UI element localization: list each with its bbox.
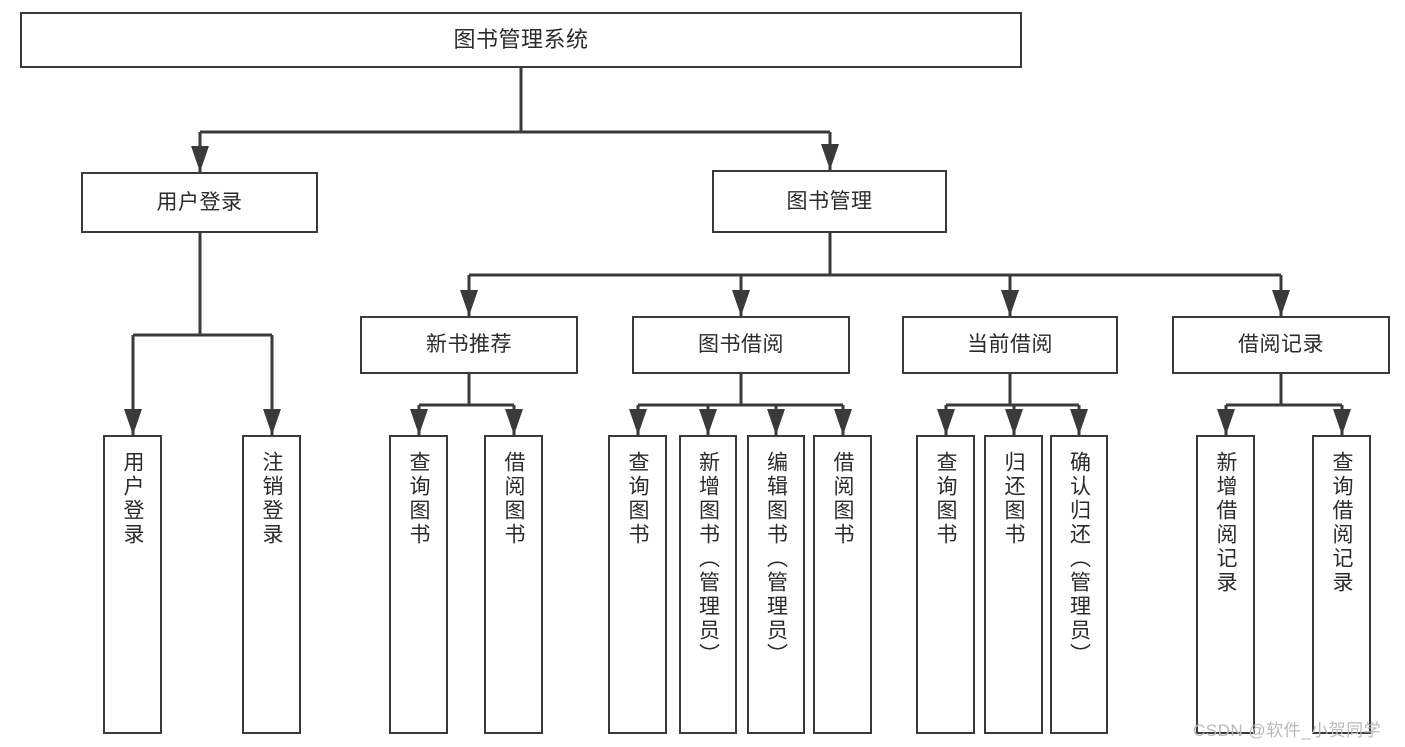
arrow-head-icon xyxy=(629,409,647,435)
node-new-book-recommend[interactable]: 新书推荐 xyxy=(360,316,578,374)
node-leaf-query-borrow-record[interactable]: 查询借阅记录 xyxy=(1312,435,1371,734)
node-label: 编辑图书（管理员） xyxy=(764,451,788,667)
node-book-borrow[interactable]: 图书借阅 xyxy=(632,316,850,374)
arrow-head-icon xyxy=(834,409,852,435)
node-label: 图书管理系统 xyxy=(453,26,589,52)
node-leaf-edit-book-admin[interactable]: 编辑图书（管理员） xyxy=(747,435,805,734)
node-leaf-confirm-return-admin[interactable]: 确认归还（管理员） xyxy=(1050,435,1108,734)
node-label: 图书借阅 xyxy=(698,333,784,357)
node-leaf-query-book-current[interactable]: 查询图书 xyxy=(916,435,975,734)
arrow-head-icon xyxy=(732,290,750,316)
arrow-head-icon xyxy=(1333,409,1351,435)
arrow-head-icon xyxy=(124,409,142,435)
arrow-head-icon xyxy=(1001,290,1019,316)
node-label: 用户登录 xyxy=(156,190,243,214)
node-label: 新增图书（管理员） xyxy=(696,451,720,667)
arrow-head-icon xyxy=(1070,409,1088,435)
node-label: 借阅图书 xyxy=(831,451,854,547)
node-leaf-query-book-rec[interactable]: 查询图书 xyxy=(389,435,448,734)
node-label: 查询图书 xyxy=(407,451,430,547)
node-leaf-query-book-borrow[interactable]: 查询图书 xyxy=(608,435,667,734)
node-leaf-borrow-book[interactable]: 借阅图书 xyxy=(813,435,872,734)
node-label: 新书推荐 xyxy=(426,333,512,357)
node-label: 查询借阅记录 xyxy=(1330,451,1353,595)
arrow-head-icon xyxy=(821,144,839,170)
node-leaf-user-login[interactable]: 用户登录 xyxy=(103,435,162,734)
node-label: 确认归还（管理员） xyxy=(1067,451,1091,667)
node-leaf-return-book[interactable]: 归还图书 xyxy=(984,435,1043,734)
node-label: 查询图书 xyxy=(934,451,957,547)
arrow-head-icon xyxy=(1272,290,1290,316)
node-borrow-record[interactable]: 借阅记录 xyxy=(1172,316,1390,374)
arrow-head-icon xyxy=(937,409,955,435)
node-label: 新增借阅记录 xyxy=(1214,451,1237,595)
node-book-manage[interactable]: 图书管理 xyxy=(712,170,947,233)
arrow-head-icon xyxy=(505,409,523,435)
arrow-head-icon xyxy=(699,409,717,435)
arrow-head-icon xyxy=(767,409,785,435)
node-label: 注销登录 xyxy=(260,451,283,547)
node-label: 归还图书 xyxy=(1002,451,1025,547)
node-root[interactable]: 图书管理系统 xyxy=(20,12,1022,68)
node-current-borrow[interactable]: 当前借阅 xyxy=(902,316,1118,374)
node-label: 用户登录 xyxy=(121,451,144,547)
node-label: 借阅图书 xyxy=(502,451,525,547)
node-leaf-add-book-admin[interactable]: 新增图书（管理员） xyxy=(679,435,737,734)
arrow-head-icon xyxy=(460,290,478,316)
node-leaf-add-borrow-record[interactable]: 新增借阅记录 xyxy=(1196,435,1255,734)
arrow-head-icon xyxy=(410,409,428,435)
node-label: 当前借阅 xyxy=(967,333,1053,357)
node-label: 查询图书 xyxy=(626,451,649,547)
arrow-head-icon xyxy=(1005,409,1023,435)
arrow-head-icon xyxy=(263,409,281,435)
csdn-watermark: CSDN @软件_小贺同学 xyxy=(1193,721,1382,740)
node-label: 借阅记录 xyxy=(1238,333,1324,357)
node-leaf-borrow-book-rec[interactable]: 借阅图书 xyxy=(484,435,543,734)
arrow-head-icon xyxy=(191,146,209,172)
arrow-head-icon xyxy=(1217,409,1235,435)
node-user-login[interactable]: 用户登录 xyxy=(81,172,318,233)
node-label: 图书管理 xyxy=(786,189,873,213)
node-leaf-logout-login[interactable]: 注销登录 xyxy=(242,435,301,734)
